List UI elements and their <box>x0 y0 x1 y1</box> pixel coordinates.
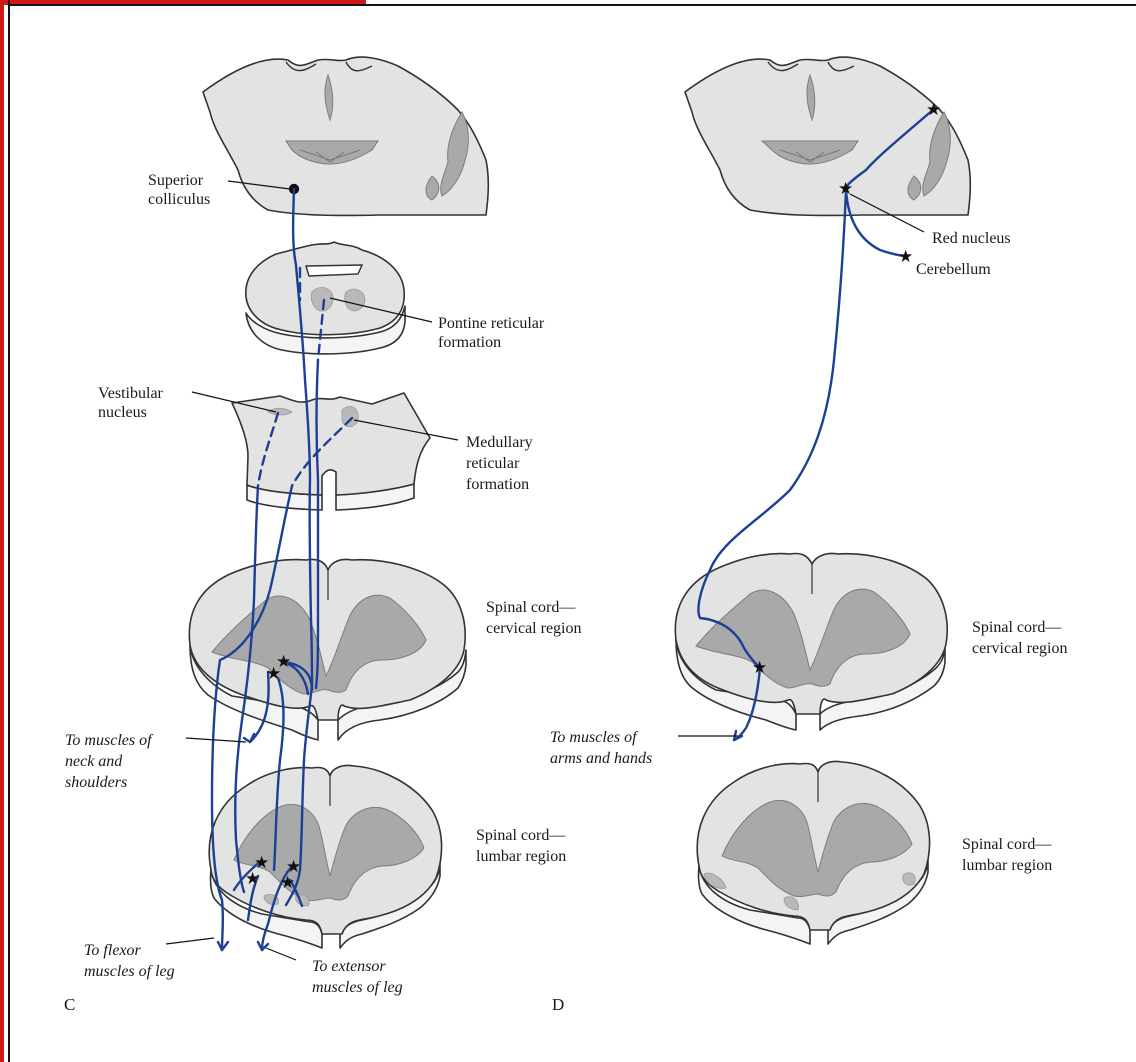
midbrain-section-c <box>203 57 488 215</box>
label-cervical-d-1: Spinal cord— <box>972 619 1062 636</box>
label-cervical-c-1: Spinal cord— <box>486 599 576 616</box>
label-superior-colliculus-1: Superior <box>148 172 204 189</box>
label-neck-shoulders-1: To muscles of <box>65 732 154 749</box>
lumbar-cord-section-d <box>697 761 929 944</box>
label-superior-colliculus-2: colliculus <box>148 191 210 208</box>
label-red-nucleus: Red nucleus <box>932 230 1011 247</box>
panel-label-c: C <box>64 995 75 1014</box>
svg-text:★: ★ <box>266 664 281 684</box>
pons-section-c <box>246 242 405 354</box>
label-medullary-3: formation <box>466 476 529 493</box>
label-cerebellum: Cerebellum <box>916 261 991 278</box>
svg-text:★: ★ <box>245 869 260 889</box>
label-extensor-2: muscles of leg <box>312 979 403 996</box>
label-pontine-reticular-1: Pontine reticular <box>438 315 545 332</box>
label-arms-hands-1: To muscles of <box>550 729 639 746</box>
lumbar-cord-section-c <box>209 765 441 948</box>
svg-text:★: ★ <box>752 658 767 678</box>
svg-text:★: ★ <box>926 100 941 120</box>
label-lumbar-c-2: lumbar region <box>476 848 566 865</box>
cervical-cord-section-c <box>189 559 466 740</box>
label-lumbar-d-1: Spinal cord— <box>962 836 1052 853</box>
label-flexor-2: muscles of leg <box>84 963 175 980</box>
cervical-cord-section-d <box>675 553 947 730</box>
label-neck-shoulders-3: shoulders <box>65 774 127 791</box>
label-medullary-2: reticular <box>466 455 520 472</box>
label-neck-shoulders-2: neck and <box>65 753 123 770</box>
label-extensor-1: To extensor <box>312 958 386 975</box>
svg-text:★: ★ <box>838 179 853 199</box>
label-cervical-d-2: cervical region <box>972 640 1068 657</box>
label-vestibular-nucleus-2: nucleus <box>98 404 147 421</box>
label-pontine-reticular-2: formation <box>438 334 501 351</box>
midbrain-section-d <box>685 57 970 215</box>
panel-label-d: D <box>552 995 564 1014</box>
label-medullary-1: Medullary <box>466 434 533 451</box>
svg-text:★: ★ <box>280 873 295 893</box>
label-lumbar-c-1: Spinal cord— <box>476 827 566 844</box>
label-vestibular-nucleus-1: Vestibular <box>98 385 164 402</box>
label-cervical-c-2: cervical region <box>486 620 582 637</box>
svg-text:★: ★ <box>898 247 913 267</box>
label-flexor-1: To flexor <box>84 942 142 959</box>
label-arms-hands-2: arms and hands <box>550 750 652 767</box>
label-lumbar-d-2: lumbar region <box>962 857 1052 874</box>
medulla-section-c <box>232 393 430 510</box>
